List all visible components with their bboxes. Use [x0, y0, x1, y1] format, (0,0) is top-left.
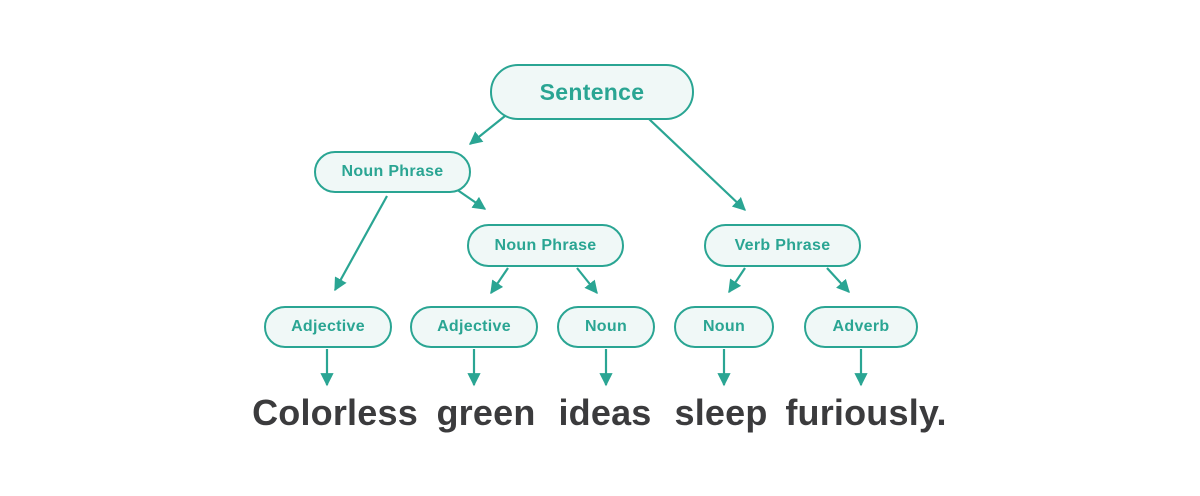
- node-sentence: Sentence: [490, 64, 694, 120]
- edge-nounphrase2-adjective2: [490, 267, 509, 295]
- edge-nounphrase2-noun1: [576, 267, 598, 295]
- node-verb-phrase: Verb Phrase: [704, 224, 861, 267]
- sentence-word-furiously: furiously.: [785, 392, 947, 433]
- node-adverb: Adverb: [804, 306, 918, 348]
- sentence-word-sleep: sleep: [674, 392, 768, 433]
- node-adjective-1: Adjective: [264, 306, 392, 348]
- sentence-word-colorless: Colorless: [252, 392, 418, 433]
- sentence-word-ideas: ideas: [558, 392, 652, 433]
- node-noun-2: Noun: [674, 306, 774, 348]
- edge-nounphrase1-adjective1: [334, 195, 388, 292]
- edge-sentence-nounphrase1: [468, 115, 506, 145]
- edge-verbphrase-noun2: [728, 267, 746, 294]
- node-noun-1: Noun: [557, 306, 655, 348]
- node-adjective-2: Adjective: [410, 306, 538, 348]
- node-noun-phrase-2: Noun Phrase: [467, 224, 624, 267]
- sentence-word-green: green: [436, 392, 536, 433]
- edge-nounphrase1-nounphrase2: [455, 188, 487, 210]
- node-noun-phrase-1: Noun Phrase: [314, 151, 471, 193]
- edge-verbphrase-adverb: [826, 267, 850, 293]
- edge-sentence-verbphrase: [648, 118, 746, 211]
